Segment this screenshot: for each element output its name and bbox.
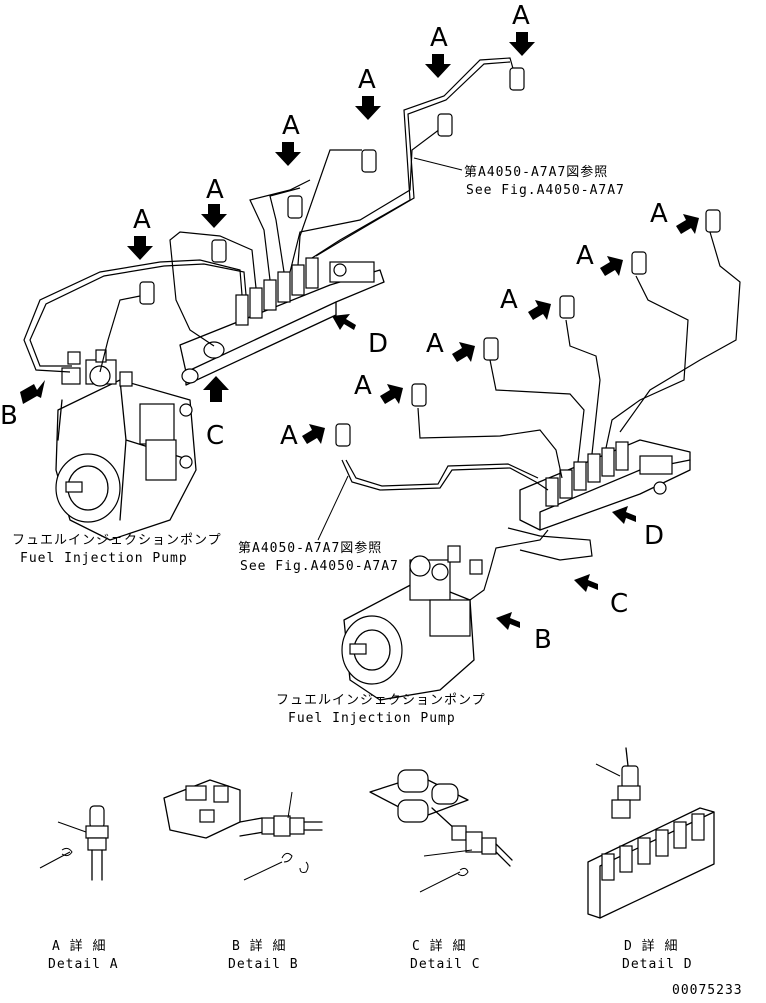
right-common-rail — [519, 439, 691, 531]
right-rail-connectors — [545, 441, 629, 507]
pump-label-en: Fuel Injection Pump — [288, 711, 456, 726]
detail-a-caption-en: Detail A — [48, 957, 119, 972]
right-reference-leader — [317, 475, 349, 541]
detail-c-caption-jp: C 詳 細 — [412, 938, 466, 954]
callout-a-label: A — [500, 285, 518, 315]
callout-a-label: A — [426, 329, 444, 359]
callout-a-label: A — [282, 111, 300, 141]
left-a-arrows — [127, 32, 535, 260]
left-b-arrow — [20, 380, 45, 404]
left-assembly — [20, 32, 535, 541]
pump-label-right: フュエルインジェクションポンプ Fuel Injection Pump — [276, 693, 486, 726]
right-fuel-injection-pump — [341, 545, 483, 701]
reference-jp: 第A4050-A7A7図参照 — [238, 540, 382, 556]
left-injection-pipes — [23, 57, 515, 373]
detail-c-view — [369, 769, 513, 893]
callout-c-label: C — [610, 589, 628, 619]
detail-c-caption-en: Detail C — [410, 957, 481, 972]
callout-labels: A A A A A A B C D A A A A A A B C D — [0, 1, 668, 655]
detail-a-view — [39, 805, 109, 881]
left-c-arrow — [203, 376, 229, 402]
right-b-arrow — [496, 612, 520, 630]
right-d-arrow — [612, 506, 636, 524]
callout-b-label: B — [534, 625, 552, 655]
callout-d-label: D — [644, 521, 664, 551]
detail-d-view — [587, 747, 715, 919]
pump-label-jp: フュエルインジェクションポンプ — [12, 533, 222, 548]
left-d-arrow — [332, 314, 356, 330]
pump-label-en: Fuel Injection Pump — [20, 551, 188, 566]
callout-c-label: C — [206, 421, 224, 451]
callout-a-label: A — [206, 175, 224, 205]
reference-en: See Fig.A4050-A7A7 — [466, 183, 625, 198]
reference-note-bottom: 第A4050-A7A7図参照 See Fig.A4050-A7A7 — [238, 540, 399, 574]
reference-en: See Fig.A4050-A7A7 — [240, 559, 399, 574]
callout-a-label: A — [512, 1, 530, 31]
callout-a-label: A — [354, 371, 372, 401]
detail-b-caption-en: Detail B — [228, 957, 299, 972]
detail-a-caption-jp: A 詳 細 — [52, 938, 106, 954]
right-c-arrow — [574, 574, 598, 592]
pump-label-jp: フュエルインジェクションポンプ — [276, 693, 486, 708]
reference-note-top: 第A4050-A7A7図参照 See Fig.A4050-A7A7 — [464, 164, 625, 198]
callout-a-label: A — [358, 65, 376, 95]
callout-a-label: A — [650, 199, 668, 229]
callout-a-label: A — [430, 23, 448, 53]
detail-d-caption-jp: D 詳 細 — [624, 938, 678, 954]
reference-jp: 第A4050-A7A7図参照 — [464, 164, 608, 180]
callout-b-label: B — [0, 401, 18, 431]
left-injector-nozzles — [139, 67, 525, 305]
right-injection-pipes — [341, 231, 741, 601]
callout-a-label: A — [576, 241, 594, 271]
left-rail-connectors — [235, 257, 319, 326]
drawing-number: 00075233 — [672, 983, 743, 998]
left-fuel-injection-pump — [55, 349, 197, 541]
right-injector-nozzles — [335, 209, 721, 447]
detail-d-caption-en: Detail D — [622, 957, 693, 972]
callout-d-label: D — [368, 329, 388, 359]
detail-captions: A 詳 細 Detail A B 詳 細 Detail B C 詳 細 Deta… — [48, 938, 693, 972]
pump-label-left: フュエルインジェクションポンプ Fuel Injection Pump — [12, 533, 222, 566]
left-reference-leader — [413, 157, 463, 171]
right-assembly — [302, 209, 741, 701]
detail-b-view — [163, 779, 323, 881]
detail-b-caption-jp: B 詳 細 — [232, 938, 286, 954]
left-common-rail — [179, 257, 385, 386]
callout-a-label: A — [280, 421, 298, 451]
detail-d-connectors — [601, 813, 705, 881]
callout-a-label: A — [133, 205, 151, 235]
right-a-arrows — [302, 214, 699, 444]
